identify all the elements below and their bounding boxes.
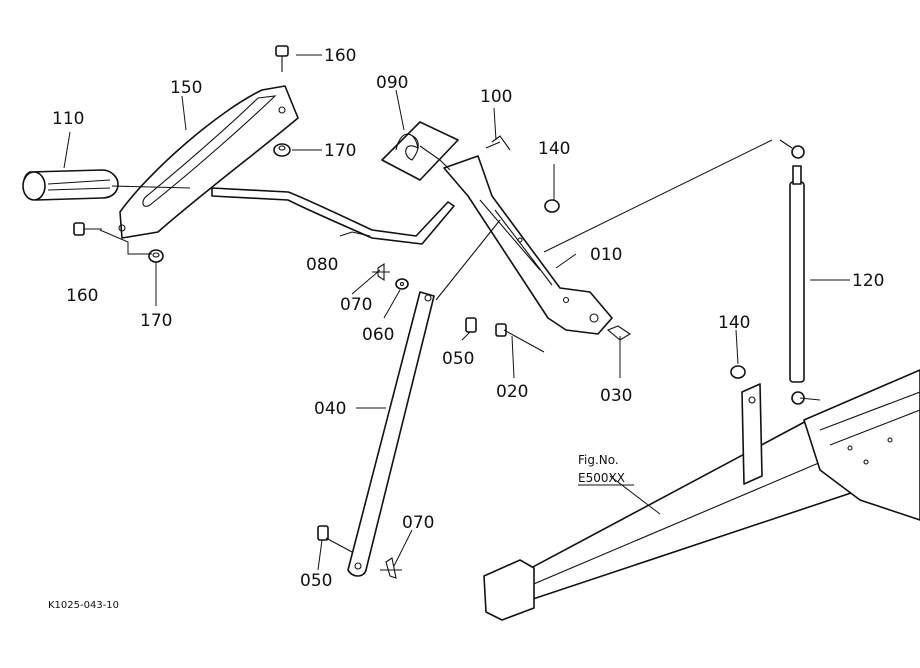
clip-100 — [485, 135, 511, 151]
pedal-grip-110 — [22, 169, 191, 201]
link-rod-040 — [347, 219, 501, 577]
callout-150: 150 — [170, 78, 202, 98]
figure-reference: Fig.No. E500XX — [578, 453, 634, 486]
clip-070-bottom — [380, 557, 402, 579]
callout-labels: 160 150 110 170 160 170 090 100 140 080 … — [52, 46, 884, 591]
bolt-160-top — [275, 45, 289, 72]
callout-060: 060 — [362, 325, 394, 345]
fig-no-label: Fig.No. — [578, 453, 619, 467]
callout-110: 110 — [52, 109, 84, 129]
pin-050-mid — [465, 317, 477, 333]
guide-plate-150 — [118, 85, 299, 239]
damper-120 — [779, 139, 821, 405]
pin-050-bottom — [317, 525, 353, 553]
callout-160-top: 160 — [324, 46, 356, 66]
drawing-code: K1025-043-10 — [48, 600, 119, 611]
leader-lines — [63, 54, 850, 571]
callout-020: 020 — [496, 382, 528, 402]
callout-080: 080 — [306, 255, 338, 275]
fig-no-number: E500XX — [578, 471, 625, 485]
callout-120: 120 — [852, 271, 884, 291]
callout-170-top: 170 — [324, 141, 356, 161]
callout-100: 100 — [480, 87, 512, 107]
callout-160-left: 160 — [66, 286, 98, 306]
lever-arm-010 — [443, 155, 613, 335]
callout-140-top: 140 — [538, 139, 570, 159]
clip-070-mid — [372, 262, 390, 282]
pedal-rod-080 — [211, 187, 455, 245]
frame-chassis — [483, 369, 920, 621]
clip-030 — [606, 325, 632, 341]
callout-050-mid: 050 — [442, 349, 474, 369]
callout-040: 040 — [314, 399, 346, 419]
callout-090: 090 — [376, 73, 408, 93]
bolt-160-left — [73, 222, 102, 236]
nut-170-left — [148, 249, 164, 263]
callout-140-right: 140 — [718, 313, 750, 333]
callout-170-left: 170 — [140, 311, 172, 331]
routing-line — [543, 139, 773, 253]
callout-010: 010 — [590, 245, 622, 265]
callout-050-bottom: 050 — [300, 571, 332, 591]
washer-060 — [395, 278, 409, 290]
pin-020 — [495, 323, 545, 353]
spring-090 — [381, 121, 459, 181]
nut-170-top — [273, 143, 291, 157]
callout-070-mid: 070 — [340, 295, 372, 315]
callout-070-bottom: 070 — [402, 513, 434, 533]
callout-030: 030 — [600, 386, 632, 406]
nut-140-top — [544, 199, 560, 213]
nut-140-right — [730, 365, 746, 379]
